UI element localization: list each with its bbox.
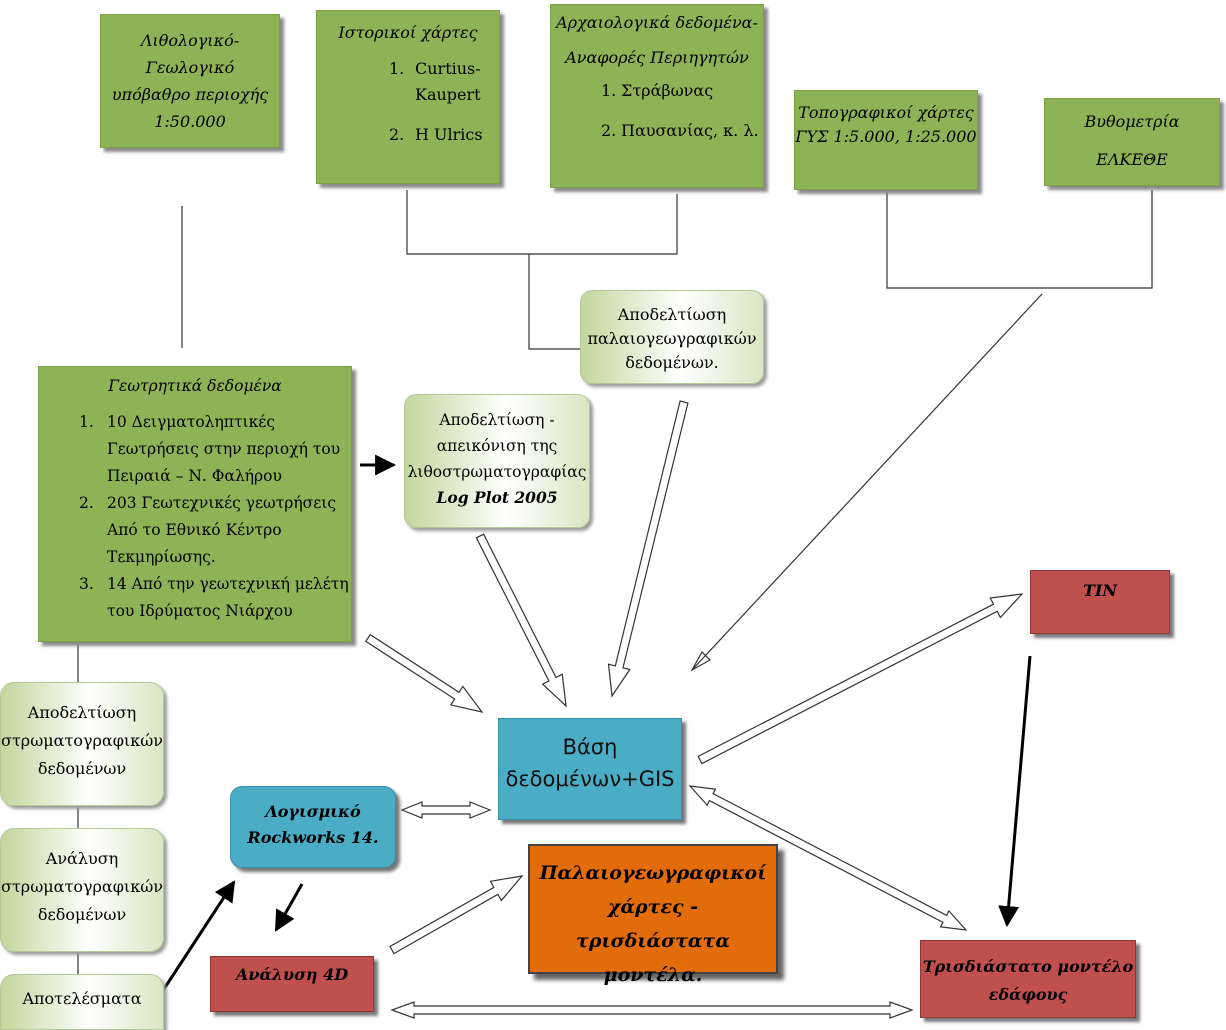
model-3d-box: Τρισδιάστατο μοντέλο εδάφους xyxy=(920,940,1136,1018)
historical-item-num: 1. xyxy=(389,59,405,78)
strat-record-box: Αποδελτίωση στρωματογραφικών δεδομένων xyxy=(0,682,164,806)
archaeo-title-line: Αρχαιολογικά δεδομένα- xyxy=(556,13,758,32)
arrow-database-tin xyxy=(697,593,1024,765)
arrow-topobathy-database xyxy=(691,293,1043,671)
arrow-paleorecord-database xyxy=(607,400,689,698)
lithology-box: Λιθολογικό-Γεωλογικό υπόβαθρο περιοχής 1… xyxy=(100,14,280,148)
strat-record-line: δεδομένων xyxy=(37,759,127,778)
paleogeo-record-box: Αποδελτίωση παλαιογεωγραφικών δεδομένων. xyxy=(580,290,764,384)
rockworks-line: Λογισμικό xyxy=(265,802,361,821)
logplot-line: Αποδελτίωση - xyxy=(439,411,555,429)
archaeo-item-text: Στράβωνας xyxy=(621,81,714,100)
tin-box: TIN xyxy=(1030,570,1170,634)
arrow-rockworks-analysis4d xyxy=(274,883,304,932)
rockworks-box: Λογισμικό Rockworks 14. xyxy=(230,786,396,868)
arrow-analysis4d-model3d xyxy=(390,1001,914,1019)
borehole-item-line: Τεκμηρίωσης. xyxy=(107,548,216,566)
paleogeo-line: παλαιογεωγραφικών xyxy=(587,329,757,348)
borehole-item: 3. 14 Από την γεωτεχνική μελέτη του Ιδρύμ… xyxy=(79,571,351,625)
topographic-box: Τοπογραφικοί χάρτες ΓΥΣ 1:5.000, 1:25.00… xyxy=(794,90,978,190)
database-gis-box: Βάση δεδομένων+GIS xyxy=(498,718,682,820)
analysis-4d-text: Ανάλυση 4D xyxy=(235,965,349,984)
paleomaps-line: Παλαιογεωγραφικοί xyxy=(539,862,767,884)
rockworks-line: Rockworks 14. xyxy=(247,828,379,847)
results-text: Αποτελέσματα xyxy=(22,989,142,1008)
archaeo-item-text: Παυσανίας, κ. λ. xyxy=(621,121,759,140)
logplot-box: Αποδελτίωση - απεικόνιση της λιθοστρωματ… xyxy=(404,394,590,528)
borehole-item-num: 2. xyxy=(79,494,94,512)
paleogeo-line: Αποδελτίωση xyxy=(617,305,727,324)
results-box: Αποτελέσματα xyxy=(0,974,164,1030)
borehole-item-line: Γεωτρήσεις στην περιοχή του xyxy=(107,440,341,458)
logplot-software: Log Plot 2005 xyxy=(436,488,558,507)
bathymetry-line: ΕΛΚΕΘΕ xyxy=(1096,150,1168,169)
topographic-line: ΓΥΣ 1:5.000, 1:25.000 xyxy=(795,127,977,146)
bathymetry-box: Βυθομετρία ΕΛΚΕΘΕ xyxy=(1044,98,1220,186)
model3d-line: Τρισδιάστατο μοντέλο xyxy=(922,957,1134,976)
strat-record-line: Αποδελτίωση xyxy=(27,703,137,722)
borehole-item-line: 10 Δειγματοληπτικές xyxy=(107,413,276,431)
historical-maps-box: Ιστορικοί χάρτες 1. Curtius- Kaupert 2. H … xyxy=(316,10,500,184)
archaeo-title-line: Αναφορές Περιηγητών xyxy=(565,48,749,67)
borehole-data-box: Γεωτρητικά δεδομένα 1. 10 Δειγματοληπτικ… xyxy=(38,366,352,642)
model3d-line: εδάφους xyxy=(988,985,1068,1004)
strat-analysis-box: Ανάλυση στρωματογραφικών δεδομένων xyxy=(0,828,164,952)
historical-title: Ιστορικοί χάρτες xyxy=(338,23,478,42)
borehole-item-line: του Ιδρύματος Νιάρχου xyxy=(107,602,293,620)
arrow-tin-model3d xyxy=(998,655,1032,928)
paleogeo-line: δεδομένων. xyxy=(625,353,719,372)
arrow-database-rockworks xyxy=(400,801,492,819)
historical-item-text: Kaupert xyxy=(415,85,481,104)
line-bracket-paleorecord xyxy=(528,254,580,350)
strat-record-line: στρωματογραφικών xyxy=(1,731,163,750)
database-line: δεδομένων+GIS xyxy=(505,767,675,791)
borehole-item-num: 1. xyxy=(79,413,94,431)
archaeo-item-num: 2. xyxy=(601,121,617,140)
logplot-line: απεικόνιση της xyxy=(436,437,558,455)
arrow-borehole-database xyxy=(364,633,484,713)
historical-item-text: H Ulrics xyxy=(415,125,483,144)
borehole-title: Γεωτρητικά δεδομένα xyxy=(108,377,282,395)
archaeological-box: Αρχαιολογικά δεδομένα- Αναφορές Περιηγητ… xyxy=(550,4,764,188)
arrow-database-model3d xyxy=(688,785,968,931)
arrow-logplot-database xyxy=(475,533,567,708)
analysis-4d-box: Ανάλυση 4D xyxy=(210,956,374,1012)
strat-analysis-line: δεδομένων xyxy=(37,905,127,924)
strat-analysis-line: στρωματογραφικών xyxy=(1,877,163,896)
archaeo-item-num: 1. xyxy=(601,81,617,100)
paleomaps-line: μοντέλα. xyxy=(603,964,703,986)
historical-item-text: Curtius- xyxy=(415,59,481,78)
tin-text: TIN xyxy=(1082,581,1117,600)
lithology-line: υπόβαθρο περιοχής xyxy=(111,85,269,104)
borehole-item-line: 203 Γεωτεχνικές γεωτρήσεις xyxy=(107,494,337,512)
lithology-line: 1:50.000 xyxy=(154,112,226,131)
borehole-item-line: 14 Από την γεωτεχνική μελέτη xyxy=(107,575,349,593)
line-history-archaeo-bracket xyxy=(406,190,678,255)
logplot-line: λιθοστρωματογραφίας xyxy=(407,463,587,481)
arrow-results-rockworks xyxy=(160,880,236,993)
arrow-analysis4d-paleomaps xyxy=(389,875,524,955)
database-line: Βάση xyxy=(562,735,618,759)
strat-analysis-line: Ανάλυση xyxy=(45,849,119,868)
bathymetry-line: Βυθομετρία xyxy=(1084,112,1180,131)
paleomaps-line: χάρτες - τρισδιάστατα xyxy=(576,896,730,952)
borehole-item-line: Από το Εθνικό Κέντρο xyxy=(107,521,282,539)
borehole-item-num: 3. xyxy=(79,575,94,593)
lithology-line: Λιθολογικό-Γεωλογικό xyxy=(140,31,240,77)
paleogeographic-maps-box: Παλαιογεωγραφικοί χάρτες - τρισδιάστατα … xyxy=(528,844,778,986)
topographic-line: Τοπογραφικοί χάρτες xyxy=(798,103,974,122)
line-topo-bathy-bracket xyxy=(886,190,1153,289)
borehole-item-line: Πειραιά – Ν. Φαλήρου xyxy=(107,467,282,485)
historical-item-num: 2. xyxy=(389,125,405,144)
